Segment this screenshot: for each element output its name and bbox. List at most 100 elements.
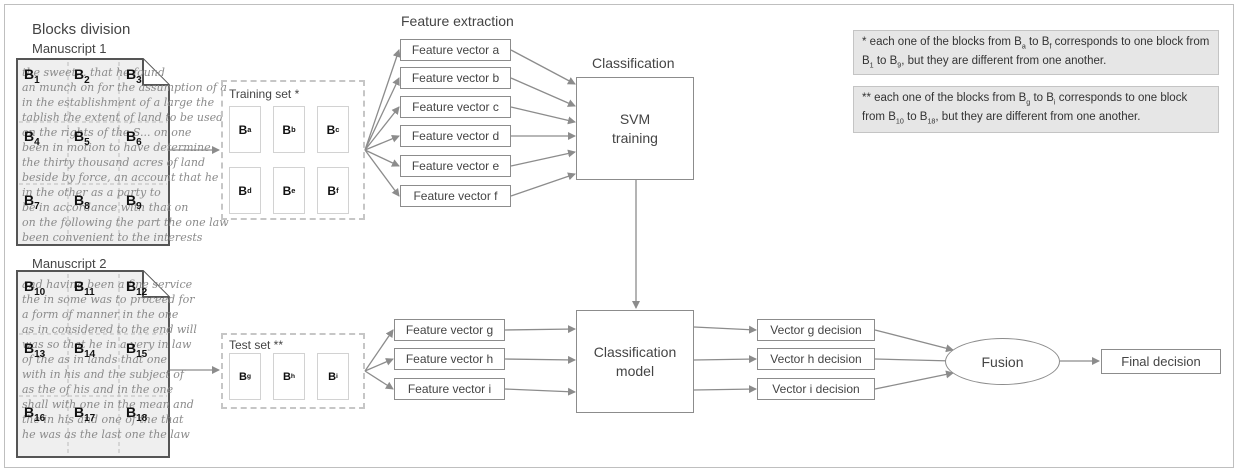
block-label: B17 — [74, 404, 95, 424]
block-index: 18 — [136, 412, 148, 424]
script-line: shall with one in the mean and — [22, 398, 194, 411]
arrow-decision-to-fusion — [874, 356, 954, 365]
arrow-feature-to-svm — [510, 49, 576, 85]
arrow-feature-to-svm — [510, 172, 576, 197]
note2-sub: 18 — [927, 117, 936, 126]
block-letter: B — [74, 66, 85, 82]
arrow-model-to-decision — [693, 325, 757, 334]
script-line: in the establishment of a large the — [22, 96, 215, 109]
note2-text: ** each one of the blocks from — [862, 92, 1019, 104]
block-index: 16 — [34, 412, 46, 424]
block-index: b — [291, 125, 296, 134]
decision-box: Vector g decision — [757, 319, 875, 341]
block-index: f — [336, 186, 339, 195]
block-letter: B — [238, 183, 248, 198]
block-label: B4 — [24, 128, 40, 148]
arrow-model-to-decision — [693, 355, 757, 364]
block-label: B10 — [24, 278, 45, 298]
manuscript1-title: Manuscript 1 — [32, 41, 107, 56]
script-line: the sweet... that he found — [22, 66, 165, 79]
block-letter: B — [326, 122, 336, 137]
page-outline — [16, 270, 170, 458]
block-index: 5 — [84, 136, 90, 148]
block-index: h — [290, 373, 296, 380]
script-line: tablish the extent of land to be used — [22, 111, 224, 124]
svm-line2: training — [612, 129, 658, 146]
block-letter: B — [282, 370, 291, 383]
block-label: B5 — [74, 128, 90, 148]
block-index: 11 — [84, 286, 95, 298]
classification-model-box: Classification model — [576, 310, 694, 413]
feature-vector-box: Feature vector b — [400, 67, 511, 89]
arrow-feature-to-svm — [510, 77, 576, 107]
decision-label: Vector i decision — [772, 382, 860, 396]
block-index: c — [335, 125, 340, 134]
script-line: he was as the last one the law — [22, 428, 190, 441]
classification-title: Classification — [592, 55, 675, 71]
script-line: of the as in lands that one — [22, 353, 168, 366]
feature-vector-label: Feature vector c — [412, 100, 499, 114]
block-label: B14 — [74, 340, 95, 360]
note2-text: to — [1030, 92, 1047, 104]
block-index: 14 — [84, 348, 96, 360]
arrow-training-to-feature — [364, 134, 400, 151]
block-index: 7 — [34, 200, 40, 212]
block-index: 12 — [136, 286, 148, 298]
arrow-model-to-decision — [693, 385, 757, 394]
block-label: B9 — [126, 192, 142, 212]
note1-sub: f — [1049, 42, 1052, 51]
training-set-group — [221, 80, 365, 220]
svm-line1: SVM — [619, 110, 651, 127]
feature-vector-box: Feature vector d — [400, 125, 511, 147]
arrow-feature-to-model — [504, 355, 576, 364]
note2-sym: B — [1046, 92, 1054, 104]
arrow-decision-to-fusion — [874, 329, 954, 353]
page-outline — [16, 58, 170, 246]
block-letter: B — [74, 404, 85, 420]
block-letter: B — [328, 370, 337, 383]
feature-vector-box: Feature vector g — [394, 319, 505, 341]
block-letter: B — [282, 183, 292, 198]
block-index: 8 — [84, 200, 90, 212]
block-index: d — [247, 186, 252, 195]
block-label: B18 — [126, 404, 147, 424]
script-line: was so that he in a very in law — [22, 338, 192, 351]
arrow-training-to-feature — [364, 149, 400, 167]
test-set-group — [221, 333, 365, 409]
fusion-label: Fusion — [981, 353, 1024, 370]
note1-sym: B — [1041, 36, 1050, 48]
model-line2: model — [615, 362, 655, 379]
block-index: 17 — [84, 412, 96, 424]
script-line: the thirty thousand acres of land — [22, 156, 205, 169]
block-label: B15 — [126, 340, 147, 360]
block-index: 1 — [34, 74, 40, 86]
script-line: with in his and the subject of — [22, 368, 184, 381]
block-letter: B — [24, 192, 35, 208]
decision-label: Vector h decision — [770, 352, 862, 366]
note1-sub: a — [1021, 42, 1026, 51]
decision-box: Vector i decision — [757, 378, 875, 400]
block-index: a — [247, 125, 252, 134]
block-index: 4 — [34, 136, 40, 148]
block-letter: B — [126, 340, 137, 356]
feature-vector-box: Feature vector i — [394, 378, 505, 400]
note-test-correspondence: ** each one of the blocks from Bg to Bi … — [853, 86, 1219, 133]
block-index: g — [246, 373, 252, 380]
script-line: an munch on for the assumption of a — [22, 81, 227, 94]
block-index: i — [336, 373, 338, 380]
note2-sub: i — [1053, 98, 1056, 107]
block-letter: B — [126, 404, 137, 420]
block-letter: B — [24, 128, 35, 144]
note-training-correspondence: * each one of the blocks from Ba to Bf c… — [853, 30, 1219, 75]
block-letter: B — [24, 404, 35, 420]
note1-sym: B — [862, 55, 870, 68]
note2-text: to — [903, 111, 920, 124]
note1-text: to — [873, 55, 890, 68]
block-label: B2 — [74, 66, 90, 86]
feature-vector-box: Feature vector a — [400, 39, 511, 61]
final-decision-label: Final decision — [1121, 354, 1201, 369]
arrow-test-to-feature — [364, 370, 394, 390]
